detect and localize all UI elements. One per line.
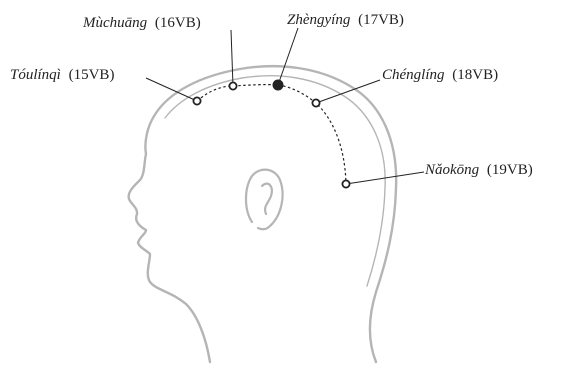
- label-toulinqi-code: (15VB): [69, 67, 115, 83]
- point-marker-zhengying: [273, 80, 283, 90]
- label-muchuang-name: Mùchuāng: [82, 15, 148, 31]
- label-toulinqi-name: Tóulínqì: [10, 67, 61, 83]
- head-inner-contour: [165, 76, 385, 286]
- label-naokong: Nǎokōng (19VB): [424, 162, 533, 178]
- meridian-line: [197, 85, 346, 184]
- point-marker-chengling: [312, 99, 319, 106]
- leader-lines: [146, 28, 424, 184]
- leader-muchuang: [231, 30, 233, 86]
- label-toulinqi: Tóulínqì (15VB): [10, 67, 114, 83]
- label-chengling-name: Chénglíng: [382, 67, 445, 83]
- point-marker-muchuang: [229, 82, 236, 89]
- label-muchuang: Mùchuāng (16VB): [82, 15, 201, 31]
- point-labels: Tóulínqì (15VB) Mùchuāng (16VB) Zhèngyín…: [10, 12, 533, 178]
- head-outer-contour: [129, 66, 397, 362]
- ear: [246, 170, 283, 230]
- label-zhengying-code: (17VB): [358, 12, 404, 28]
- label-chengling-code: (18VB): [452, 67, 498, 83]
- ear-inner: [262, 184, 272, 214]
- ear-outer: [246, 170, 283, 230]
- label-naokong-name: Nǎokōng: [424, 162, 480, 178]
- label-muchuang-code: (16VB): [155, 15, 201, 31]
- label-zhengying-name: Zhèngyíng: [287, 12, 351, 28]
- label-naokong-code: (19VB): [487, 162, 533, 178]
- head-outline: [129, 66, 397, 362]
- point-marker-naokong: [342, 180, 349, 187]
- label-chengling: Chénglíng (18VB): [382, 67, 498, 83]
- label-zhengying: Zhèngyíng (17VB): [287, 12, 404, 28]
- point-marker-toulinqi: [193, 97, 200, 104]
